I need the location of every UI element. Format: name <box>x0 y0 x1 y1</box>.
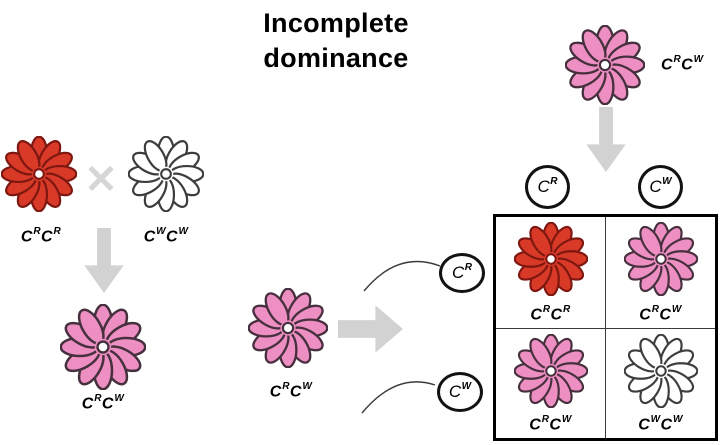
cell-genotype-label-3: CRCW <box>529 413 572 433</box>
page-title: Incomplete dominance <box>166 6 506 76</box>
genotype-label-f1-self: CRCW <box>269 381 313 401</box>
white-parent-flower <box>128 136 204 212</box>
cell-flower-white <box>624 334 698 408</box>
cell-genotype-label-1: CRCR <box>530 303 571 323</box>
top-parent-down-arrow-icon <box>586 107 626 172</box>
punnett-cell-3: CRCW <box>496 329 606 438</box>
genotype-label-p2: CWCW <box>143 226 189 246</box>
title-line-1: Incomplete <box>263 8 409 38</box>
punnett-cell-4: CWCW <box>606 329 715 438</box>
cell-flower-red <box>514 222 588 296</box>
genotype-label-top-parent: CRCW <box>661 54 704 74</box>
f1-pink-flower <box>60 304 146 390</box>
allele-label-col-cr: CR <box>537 176 558 196</box>
punnett-top-parent-flower <box>565 25 645 105</box>
gamete-circle-row-cw: CW <box>437 372 483 412</box>
punnett-cell-1: CRCR <box>496 217 606 329</box>
cell-flower-pink <box>514 334 588 408</box>
f1-self-cross-flower <box>248 288 328 368</box>
punnett-cell-2: CRCW <box>606 217 715 329</box>
cross-icon: ✕ <box>84 158 118 202</box>
gamete-circle-col-cw: CW <box>638 165 683 209</box>
punnett-square: CRCR CRCW CRCW CWCW <box>493 214 718 441</box>
title-line-2: dominance <box>263 43 409 73</box>
self-cross-right-arrow-icon <box>338 305 403 353</box>
allele-label-row-cr: CR <box>451 262 472 282</box>
gamete-circle-row-cr: CR <box>439 253 485 293</box>
red-parent-flower <box>1 136 77 212</box>
cell-genotype-label-4: CWCW <box>638 413 683 433</box>
genotype-label-p1: CRCR <box>20 226 62 246</box>
genotype-label-f1: CRCW <box>81 393 125 413</box>
cross-down-arrow-icon <box>84 228 124 293</box>
allele-label-col-cw: CW <box>649 176 672 196</box>
cell-genotype-label-2: CRCW <box>639 303 682 323</box>
cell-flower-pink <box>624 222 698 296</box>
allele-label-row-cw: CW <box>448 381 472 401</box>
gamete-circle-col-cr: CR <box>525 165 570 209</box>
